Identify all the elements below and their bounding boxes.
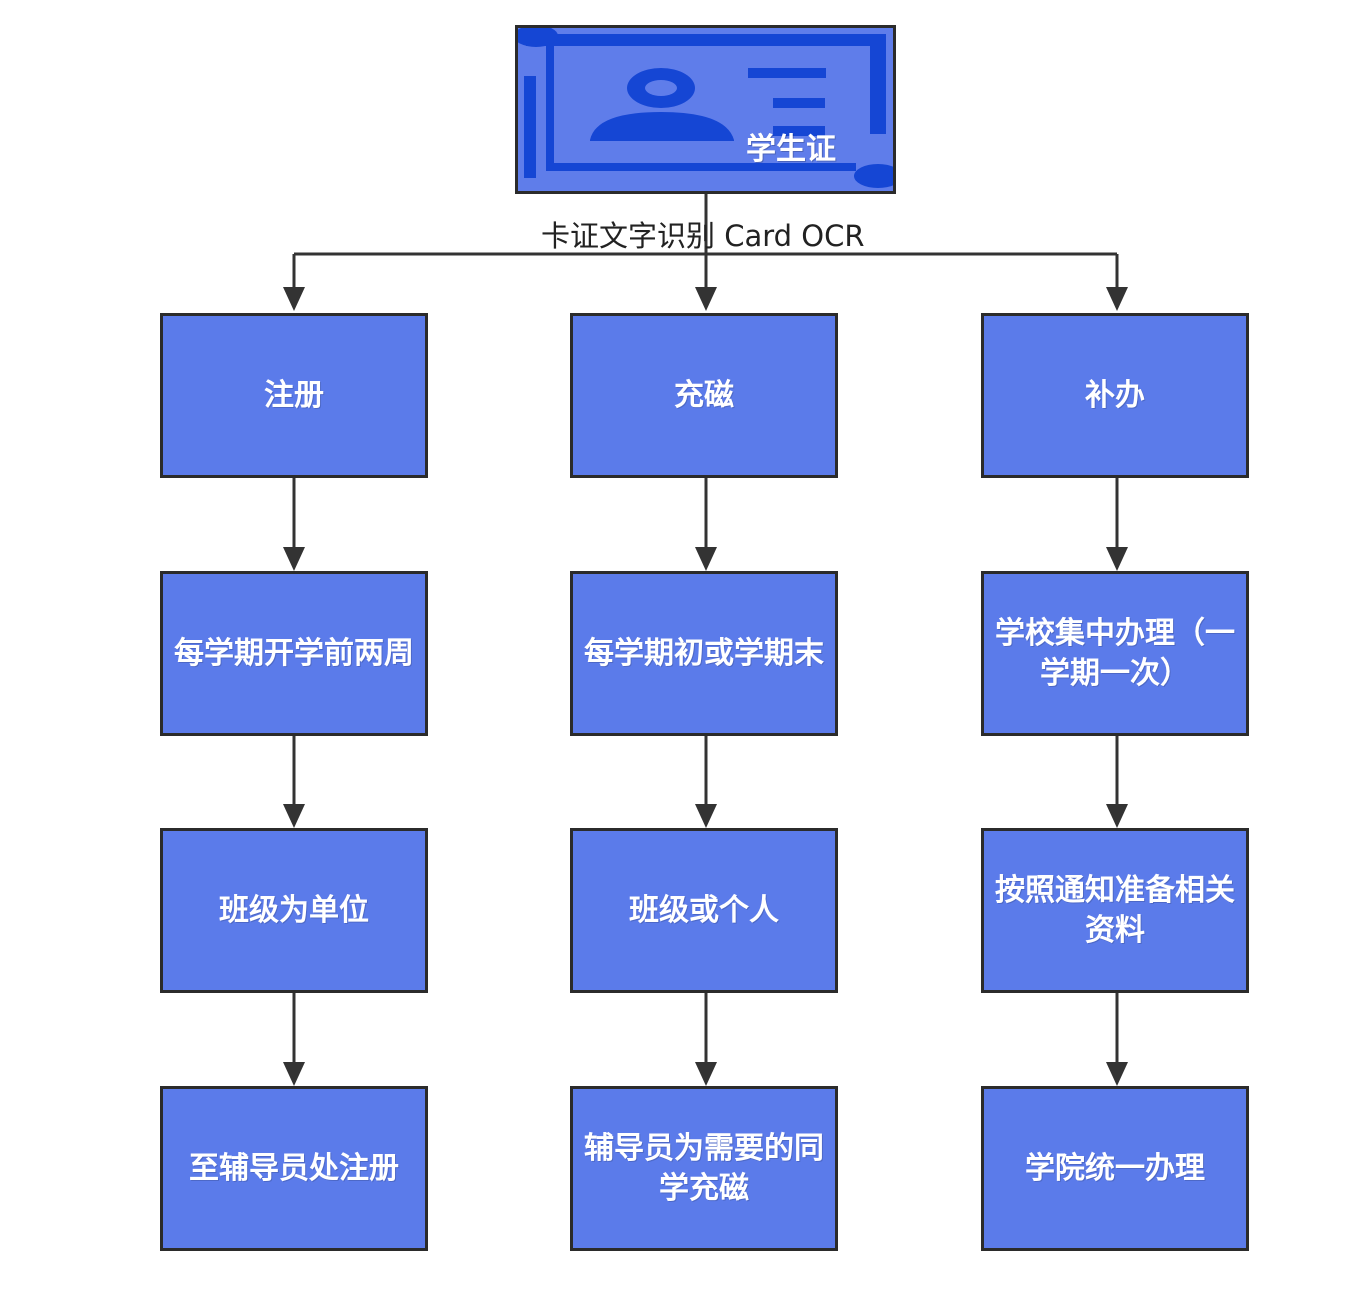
node-register-unit-label: 班级为单位	[219, 892, 369, 928]
arrow-split-to-recharge	[695, 254, 717, 311]
ocr-edge-label: 卡证文字识别 Card OCR	[541, 219, 865, 253]
node-register-place[interactable]: 至辅导员处注册	[160, 1086, 428, 1251]
node-reissue-place[interactable]: 学院统一办理	[981, 1086, 1249, 1251]
node-reissue-place-label: 学院统一办理	[1025, 1150, 1205, 1186]
arrow-head-reissue-3	[1106, 1062, 1128, 1086]
node-recharge[interactable]: 充磁	[570, 313, 838, 478]
node-register-time[interactable]: 每学期开学前两周	[160, 571, 428, 736]
node-reissue-label: 补办	[1085, 377, 1145, 413]
arrow-head-recharge-2	[695, 804, 717, 828]
arrow-head-recharge-3	[695, 1062, 717, 1086]
node-register[interactable]: 注册	[160, 313, 428, 478]
card-label: 学生证	[746, 132, 836, 167]
id-card-icon	[518, 28, 893, 188]
node-recharge-unit-label: 班级或个人	[629, 892, 779, 928]
node-recharge-label: 充磁	[674, 377, 734, 413]
node-register-place-label: 至辅导员处注册	[189, 1150, 399, 1186]
arrow-head-recharge-1	[695, 547, 717, 571]
node-reissue-prepare[interactable]: 按照通知准备相关资料	[981, 828, 1249, 993]
node-register-unit[interactable]: 班级为单位	[160, 828, 428, 993]
arrow-head-register-2	[283, 804, 305, 828]
node-reissue-prepare-label: 按照通知准备相关资料	[995, 872, 1235, 948]
node-reissue-time-label: 学校集中办理（一学期一次）	[995, 615, 1235, 691]
arrow-head-register-3	[283, 1062, 305, 1086]
arrow-head-reissue-1	[1106, 547, 1128, 571]
node-recharge-place-label: 辅导员为需要的同学充磁	[584, 1130, 824, 1206]
node-recharge-place[interactable]: 辅导员为需要的同学充磁	[570, 1086, 838, 1251]
node-register-label: 注册	[264, 377, 324, 413]
node-register-time-label: 每学期开学前两周	[174, 635, 414, 671]
student-card	[515, 25, 896, 194]
node-reissue-time[interactable]: 学校集中办理（一学期一次）	[981, 571, 1249, 736]
arrow-head-reissue-2	[1106, 804, 1128, 828]
arrow-split-to-register	[283, 254, 305, 311]
arrow-head-register-1	[283, 547, 305, 571]
arrow-split-to-reissue	[1106, 254, 1128, 311]
node-recharge-unit[interactable]: 班级或个人	[570, 828, 838, 993]
node-recharge-time-label: 每学期初或学期末	[584, 635, 824, 671]
node-recharge-time[interactable]: 每学期初或学期末	[570, 571, 838, 736]
node-reissue[interactable]: 补办	[981, 313, 1249, 478]
